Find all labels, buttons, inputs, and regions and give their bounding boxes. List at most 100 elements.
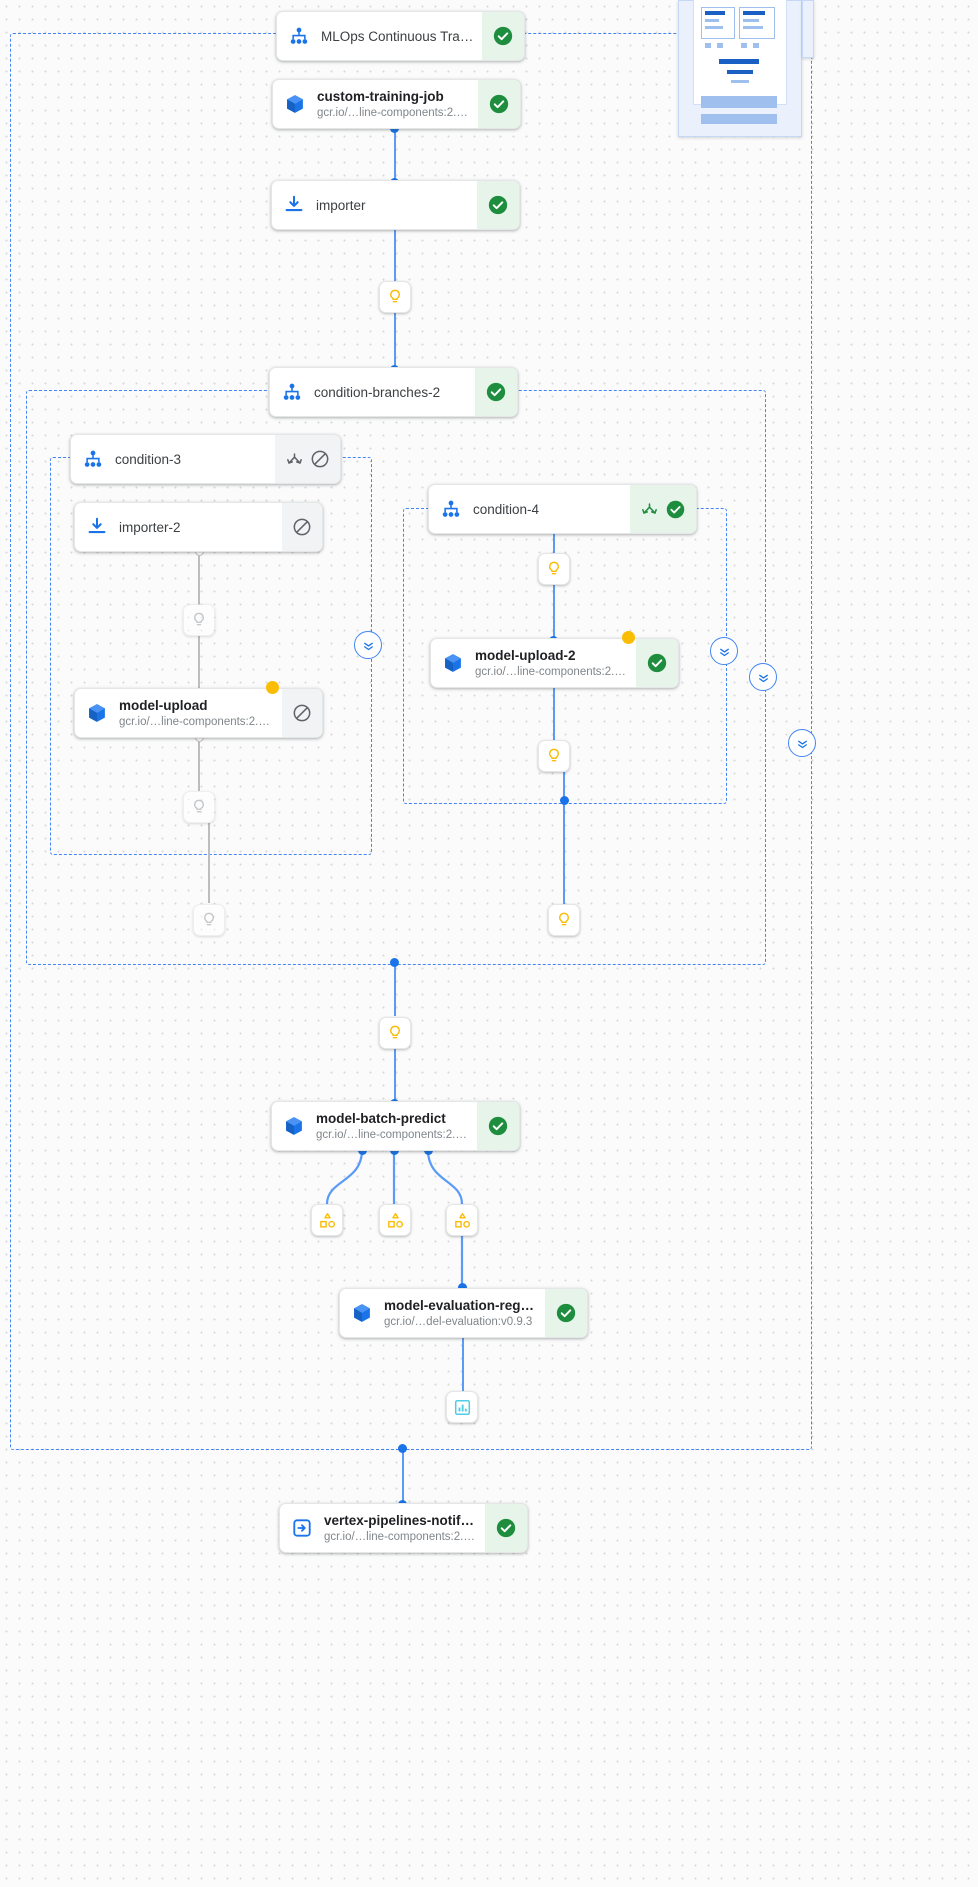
node-condition-3[interactable]: condition-3 bbox=[70, 434, 341, 484]
minimap-bar bbox=[727, 70, 753, 74]
node-model-upload[interactable]: model-upload gcr.io/…line-components:2.6… bbox=[74, 688, 323, 738]
block-circle-icon bbox=[311, 450, 329, 468]
check-circle-icon bbox=[489, 94, 509, 114]
node-model-batch-predict[interactable]: model-batch-predict gcr.io/…line-compone… bbox=[271, 1101, 520, 1151]
node-mlops-continuous-training[interactable]: MLOps Continuous Traini… bbox=[276, 11, 525, 61]
dag-root-icon bbox=[429, 485, 473, 533]
artifact-lightbulb-6[interactable] bbox=[538, 553, 570, 585]
graph-minimap[interactable] bbox=[678, 0, 802, 137]
status-badge[interactable] bbox=[282, 689, 322, 737]
check-circle-icon bbox=[488, 195, 508, 215]
status-badge[interactable] bbox=[275, 435, 340, 483]
edge-artifact2-to-model-upload bbox=[198, 636, 200, 692]
node-subtitle: gcr.io/…line-components:2.6.0 bbox=[475, 665, 628, 678]
dag-root-icon bbox=[270, 368, 314, 416]
node-custom-training-job[interactable]: custom-training-job gcr.io/…line-compone… bbox=[272, 79, 521, 129]
minimap-bar bbox=[705, 11, 725, 15]
artifact-lightbulb-9[interactable] bbox=[379, 1017, 411, 1049]
collapse-chevrons-icon bbox=[797, 740, 807, 748]
collapse-toggle-condition-branches-2[interactable] bbox=[749, 663, 777, 691]
minimap-bar bbox=[741, 43, 747, 48]
status-badge[interactable] bbox=[485, 1504, 527, 1552]
collapse-toggle-condition-3[interactable] bbox=[354, 631, 382, 659]
node-text: custom-training-job gcr.io/…line-compone… bbox=[317, 80, 478, 128]
edge-dot bbox=[458, 1283, 467, 1292]
status-badge[interactable] bbox=[477, 181, 519, 229]
node-importer[interactable]: importer bbox=[271, 180, 520, 230]
edge-model-upload-to-artifact3 bbox=[198, 736, 200, 791]
artifact-lightbulb-4[interactable] bbox=[193, 904, 225, 936]
edge-group-to-artifact9 bbox=[394, 962, 397, 1016]
edge-importer-to-artifact bbox=[394, 228, 397, 283]
node-subtitle: gcr.io/…del-evaluation:v0.9.3 bbox=[384, 1315, 533, 1328]
collapse-chevrons-icon bbox=[758, 674, 768, 682]
dag-root-icon bbox=[277, 12, 321, 60]
status-badge[interactable] bbox=[630, 485, 696, 533]
graph-minimap-overflow[interactable] bbox=[802, 0, 814, 58]
container-cube-icon bbox=[75, 689, 119, 737]
artifact-dataset-1[interactable] bbox=[311, 1204, 343, 1236]
lightbulb-icon bbox=[559, 912, 569, 926]
minimap-bar bbox=[705, 43, 711, 48]
artifact-lightbulb-2[interactable] bbox=[183, 604, 215, 636]
artifact-lightbulb-3[interactable] bbox=[183, 791, 215, 823]
check-circle-icon bbox=[496, 1518, 516, 1538]
edge-dot bbox=[560, 796, 569, 805]
node-condition-branches-2[interactable]: condition-branches-2 bbox=[269, 367, 518, 417]
dataset-shapes-icon bbox=[454, 1212, 470, 1228]
dataset-shapes-icon bbox=[319, 1212, 335, 1228]
node-title: model-evaluation-regres… bbox=[384, 1297, 537, 1313]
branch-arrow-icon bbox=[642, 502, 657, 514]
node-text: condition-branches-2 bbox=[314, 368, 475, 416]
container-cube-icon bbox=[431, 639, 475, 687]
status-badge[interactable] bbox=[282, 503, 322, 551]
artifact-metrics-1[interactable] bbox=[446, 1391, 478, 1423]
status-badge[interactable] bbox=[478, 80, 520, 128]
check-circle-icon bbox=[488, 1116, 508, 1136]
check-circle-icon bbox=[666, 500, 685, 518]
node-title: vertex-pipelines-notificat… bbox=[324, 1512, 477, 1528]
artifact-dataset-2[interactable] bbox=[379, 1204, 411, 1236]
edge-training-to-importer bbox=[394, 128, 397, 182]
collapse-chevrons-icon bbox=[719, 648, 729, 656]
artifact-lightbulb-1[interactable] bbox=[379, 281, 411, 313]
minimap-bar bbox=[743, 11, 765, 15]
minimap-bar bbox=[719, 59, 759, 64]
node-text: model-batch-predict gcr.io/…line-compone… bbox=[316, 1102, 477, 1150]
node-title: condition-4 bbox=[473, 501, 540, 517]
node-model-upload-2[interactable]: model-upload-2 gcr.io/…line-components:2… bbox=[430, 638, 679, 688]
status-badge[interactable] bbox=[636, 639, 678, 687]
status-badge[interactable] bbox=[545, 1289, 587, 1337]
artifact-lightbulb-8[interactable] bbox=[548, 904, 580, 936]
collapse-toggle-root-dag[interactable] bbox=[788, 729, 816, 757]
artifact-lightbulb-7[interactable] bbox=[538, 740, 570, 772]
node-title: model-upload bbox=[119, 697, 208, 713]
node-title: importer-2 bbox=[119, 519, 181, 535]
node-text: model-evaluation-regres… gcr.io/…del-eva… bbox=[384, 1289, 545, 1337]
container-cube-icon bbox=[340, 1289, 384, 1337]
status-badge[interactable] bbox=[482, 12, 524, 60]
node-text: condition-4 bbox=[473, 485, 630, 533]
import-download-icon bbox=[75, 503, 119, 551]
status-badge[interactable] bbox=[475, 368, 517, 416]
dag-root-icon bbox=[71, 435, 115, 483]
cached-indicator-model-upload-2 bbox=[622, 631, 635, 644]
edge-artifact6-to-model-upload2 bbox=[553, 585, 556, 639]
node-text: vertex-pipelines-notificat… gcr.io/…line… bbox=[324, 1504, 485, 1552]
check-circle-icon bbox=[493, 26, 513, 46]
artifact-dataset-3[interactable] bbox=[446, 1204, 478, 1236]
node-condition-4[interactable]: condition-4 bbox=[428, 484, 697, 534]
lightbulb-icon bbox=[390, 289, 400, 303]
lightbulb-icon bbox=[549, 748, 559, 762]
edge-artifact3-to-artifact4 bbox=[208, 823, 210, 903]
status-badge[interactable] bbox=[477, 1102, 519, 1150]
branch-arrow-icon bbox=[287, 452, 302, 464]
collapse-toggle-condition-4[interactable] bbox=[710, 637, 738, 665]
edge-eval-to-metrics bbox=[462, 1336, 465, 1391]
node-model-evaluation-regression[interactable]: model-evaluation-regres… gcr.io/…del-eva… bbox=[339, 1288, 588, 1338]
minimap-bar bbox=[743, 19, 759, 22]
node-importer-2[interactable]: importer-2 bbox=[74, 502, 323, 552]
import-download-icon bbox=[272, 181, 316, 229]
node-vertex-pipelines-notification[interactable]: vertex-pipelines-notificat… gcr.io/…line… bbox=[279, 1503, 528, 1553]
